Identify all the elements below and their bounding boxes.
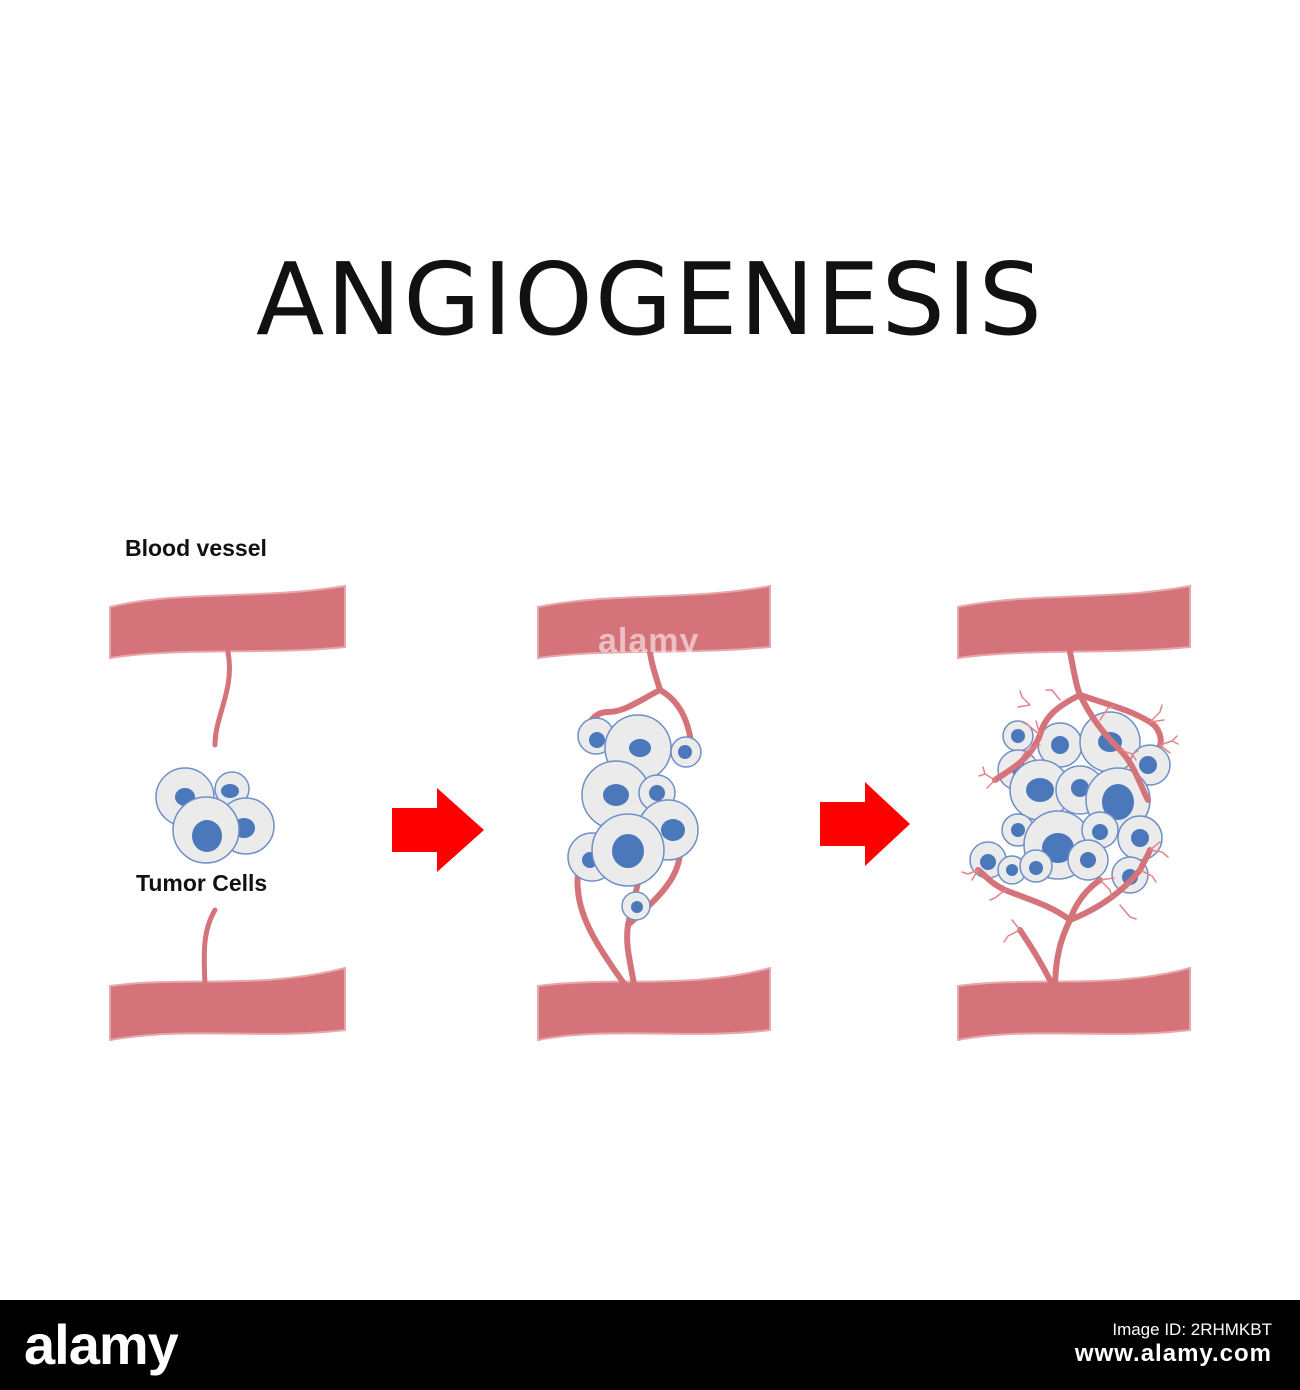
vessel-top-3 (957, 584, 1191, 660)
capillary-1-bottom (201, 907, 218, 995)
tumor-cluster-3 (969, 711, 1171, 894)
vessel-top-1 (109, 584, 346, 660)
diagram-title: ANGIOGENESIS (255, 241, 1044, 358)
tumor-cells-label: Tumor Cells (136, 870, 268, 896)
image-id-block: Image ID: 2RHMKBT www.alamy.com (1075, 1318, 1272, 1366)
website-url: www.alamy.com (1074, 1340, 1272, 1367)
stock-footer-bar: alamy Image ID: 2RHMKBT www.alamy.com (0, 1300, 1300, 1390)
vessel-bottom-3 (957, 966, 1191, 1042)
stage-3-panel (957, 584, 1191, 1042)
vessel-bottom-1 (109, 966, 346, 1042)
tumor-cluster-1 (155, 767, 275, 864)
angiogenesis-illustration (109, 584, 1191, 1042)
stage-2-panel (537, 584, 771, 1042)
capillary-1-top (212, 649, 232, 748)
vessel-bottom-2 (537, 966, 771, 1042)
brand-logo: alamy (24, 1313, 179, 1376)
diagram-canvas: ANGIOGENESIS (109, 241, 1191, 1042)
arrow-2 (820, 782, 910, 866)
tumor-cluster-2 (567, 714, 702, 921)
blood-vessel-label: Blood vessel (125, 535, 267, 561)
capillary-sprouts-3 (961, 689, 1179, 943)
watermark-text: alamy (598, 622, 700, 660)
stage-1-panel (109, 584, 346, 1042)
arrow-1 (392, 788, 484, 872)
image-id-label: Image ID: 2RHMKBT (1112, 1320, 1272, 1339)
vessel-top-2 (537, 584, 771, 660)
